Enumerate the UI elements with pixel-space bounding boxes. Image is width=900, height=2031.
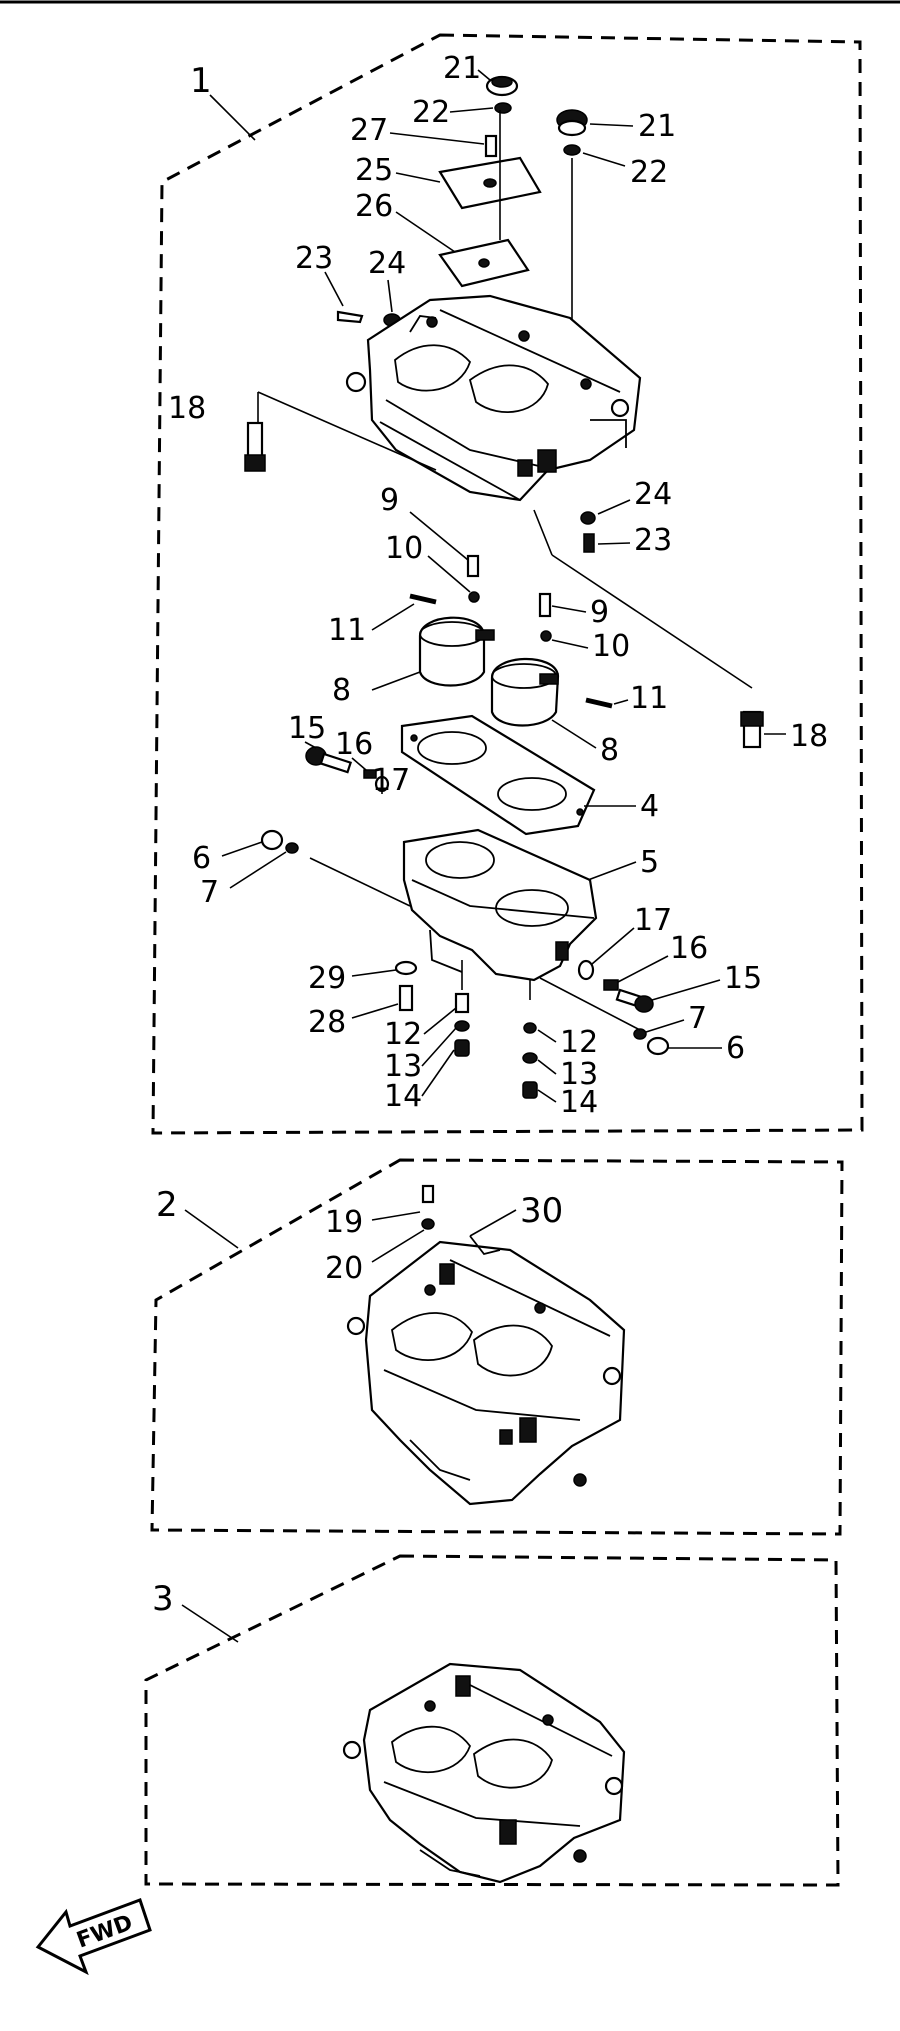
- washer-24-right: [580, 511, 596, 525]
- label-27: 27: [350, 113, 388, 148]
- label-22-right: 22: [630, 155, 668, 190]
- label-21-top: 21: [443, 51, 481, 86]
- bolt-18-left: [244, 421, 266, 472]
- label-10-left: 10: [385, 531, 423, 566]
- assembly-1-frame: [151, 33, 864, 1135]
- label-18-left: 18: [168, 391, 206, 426]
- carburetor-assembly-3: [342, 1662, 626, 1884]
- label-19: 19: [325, 1205, 363, 1240]
- label-25: 25: [355, 153, 393, 188]
- jet-12-right: [523, 1022, 537, 1034]
- label-6-left: 6: [192, 841, 211, 876]
- gasket-4: [400, 714, 596, 836]
- washer-22b: [563, 144, 581, 156]
- label-17-right: 17: [634, 903, 672, 938]
- label-16-left: 16: [335, 727, 373, 762]
- screw-6-right: [646, 1036, 670, 1056]
- oring-17-right: [577, 959, 595, 981]
- needle-9-right: [538, 592, 552, 618]
- washer-7-left: [285, 842, 299, 854]
- cap-21b: [556, 109, 588, 137]
- callout-assembly-2: 2: [156, 1185, 178, 1225]
- spring-16-right: [603, 979, 619, 991]
- pin-11-left: [409, 593, 437, 605]
- label-11-right: 11: [630, 681, 668, 716]
- label-26: 26: [355, 189, 393, 224]
- seat-10-right: [540, 630, 552, 642]
- label-15-left: 15: [288, 711, 326, 746]
- label-15-right: 15: [724, 961, 762, 996]
- label-23-left: 23: [295, 241, 333, 276]
- label-24-right: 24: [634, 477, 672, 512]
- label-8-right: 8: [600, 733, 619, 768]
- washer-29: [394, 960, 418, 976]
- float-8-right: [490, 657, 560, 727]
- screw-19: [421, 1184, 435, 1204]
- label-13-right: 13: [560, 1057, 598, 1092]
- label-7-right: 7: [688, 1001, 707, 1036]
- label-6-right: 6: [726, 1031, 745, 1066]
- label-13-left: 13: [384, 1049, 422, 1084]
- callout-assembly-1: 1: [190, 61, 212, 101]
- assembly-2-frame: [150, 1158, 844, 1536]
- label-23-right: 23: [634, 523, 672, 558]
- carburetor-body-upper: [345, 294, 642, 502]
- label-30: 30: [520, 1191, 563, 1231]
- fwd-arrow-icon: FWD: [35, 1898, 152, 1976]
- washer-20: [421, 1218, 435, 1230]
- label-14-right: 14: [560, 1085, 598, 1120]
- label-14-left: 14: [384, 1079, 422, 1114]
- screw-28: [398, 984, 414, 1012]
- carburetor-assembly-2: [346, 1235, 626, 1506]
- plug-14-left: [454, 1039, 470, 1057]
- label-5: 5: [640, 845, 659, 880]
- label-8-left: 8: [332, 673, 351, 708]
- label-20: 20: [325, 1251, 363, 1286]
- cap-21a: [485, 75, 519, 97]
- label-29: 29: [308, 961, 346, 996]
- label-22-top: 22: [412, 95, 450, 130]
- label-9-right: 9: [590, 595, 609, 630]
- screw-23-left: [336, 310, 364, 324]
- plug-14-right: [522, 1081, 538, 1099]
- label-11-left: 11: [328, 613, 366, 648]
- screw-23-right: [583, 533, 595, 553]
- washer-22a: [494, 102, 512, 114]
- callout-assembly-3: 3: [152, 1579, 174, 1619]
- label-28: 28: [308, 1005, 346, 1040]
- bolt-18-right: [740, 710, 764, 749]
- label-9-left: 9: [380, 483, 399, 518]
- float-8-left: [418, 616, 495, 687]
- label-17-left: 17: [372, 763, 410, 798]
- label-4: 4: [640, 789, 659, 824]
- assembly-3-frame: [144, 1554, 840, 1887]
- label-10-right: 10: [592, 629, 630, 664]
- label-21-right: 21: [638, 109, 676, 144]
- screw-15-right: [615, 988, 654, 1013]
- screw-6-left: [260, 829, 284, 851]
- seat-10-left: [468, 591, 480, 603]
- spring-16-left: [363, 769, 377, 779]
- label-12-right: 12: [560, 1025, 598, 1060]
- label-18-right: 18: [790, 719, 828, 754]
- washer-13-right: [522, 1052, 538, 1064]
- needle-9-left: [466, 554, 480, 578]
- label-12-left: 12: [384, 1017, 422, 1052]
- label-7-left: 7: [200, 875, 219, 910]
- label-16-right: 16: [670, 931, 708, 966]
- label-24-left: 24: [368, 246, 406, 281]
- screw-15-left: [305, 746, 353, 774]
- washer-7-right: [633, 1028, 647, 1040]
- float-bowl-5: [402, 828, 598, 982]
- pin-11-right: [585, 697, 613, 709]
- screw-27: [484, 134, 498, 158]
- washer-13-left: [454, 1020, 470, 1032]
- jet-12-left: [454, 992, 470, 1014]
